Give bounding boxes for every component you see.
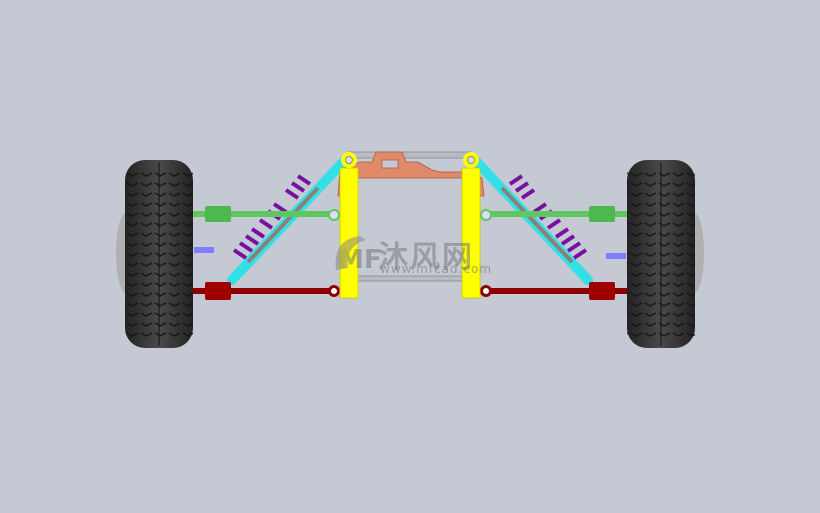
right-suspension	[461, 152, 704, 348]
watermark-url: www.mfcad.com	[380, 262, 493, 276]
watermark-brand: 沐风网	[378, 240, 474, 275]
svg-text:MF: MF	[338, 245, 382, 275]
left-suspension	[116, 152, 359, 348]
watermark-logo-icon: MF	[335, 236, 382, 275]
